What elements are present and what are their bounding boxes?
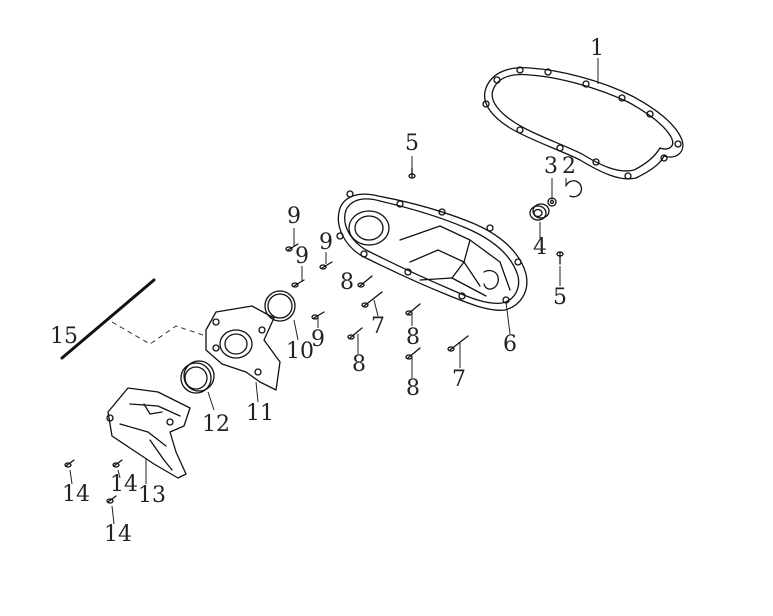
- hose-routing-dashed: [111, 321, 207, 345]
- callout-5a: 5: [405, 131, 419, 156]
- callout-9d: 9: [311, 327, 325, 352]
- callout-9b: 9: [319, 230, 333, 255]
- callout-2: 2: [562, 154, 576, 179]
- intake-plate-part-11: [205, 305, 281, 391]
- callout-8d: 8: [406, 376, 420, 401]
- callout-14a: 14: [62, 482, 90, 507]
- bolt-part-5a: [408, 167, 416, 179]
- callout-11: 11: [246, 401, 274, 426]
- callout-9a: 9: [287, 204, 301, 229]
- air-duct-part-13: [106, 387, 191, 479]
- callout-8b: 8: [352, 352, 366, 377]
- screw-part-14b: [112, 459, 123, 468]
- crankcase-cover-part-6: [336, 190, 528, 311]
- callout-8c: 8: [406, 325, 420, 350]
- circlip-part-2: [565, 180, 583, 198]
- bolt-part-5b: [556, 251, 564, 265]
- bolt-part-8c: [405, 303, 421, 316]
- bolt-part-7b: [447, 335, 469, 352]
- callout-12: 12: [202, 412, 230, 437]
- seal-ring-part-12: [180, 360, 215, 394]
- screw-part-14a: [64, 459, 75, 468]
- screw-part-14c: [106, 495, 117, 504]
- callout-7b: 7: [452, 367, 466, 392]
- bolt-part-9a: [285, 243, 299, 252]
- callout-9c: 9: [295, 244, 309, 269]
- callout-13: 13: [138, 483, 166, 508]
- callout-10: 10: [286, 339, 314, 364]
- o-ring-part-10: [264, 290, 296, 322]
- callout-5b: 5: [553, 285, 567, 310]
- callout-1: 1: [590, 36, 604, 61]
- bolt-part-8d: [405, 347, 421, 360]
- callout-14b: 14: [110, 472, 138, 497]
- hose-part-15: [60, 278, 156, 360]
- leader-lines: [69, 58, 599, 525]
- bolt-part-8b: [347, 327, 363, 340]
- callout-14c: 14: [104, 522, 132, 547]
- bearing-part-4: [529, 203, 550, 221]
- bolt-part-8a: [357, 275, 373, 288]
- callout-8a: 8: [340, 270, 354, 295]
- callout-3: 3: [544, 154, 558, 179]
- callout-4: 4: [533, 235, 547, 260]
- callout-15: 15: [50, 324, 78, 349]
- gasket-part-1: [482, 66, 684, 180]
- bolt-part-9b: [319, 261, 333, 270]
- callout-6: 6: [503, 332, 517, 357]
- bolt-part-7a: [361, 291, 383, 308]
- callout-7a: 7: [371, 314, 385, 339]
